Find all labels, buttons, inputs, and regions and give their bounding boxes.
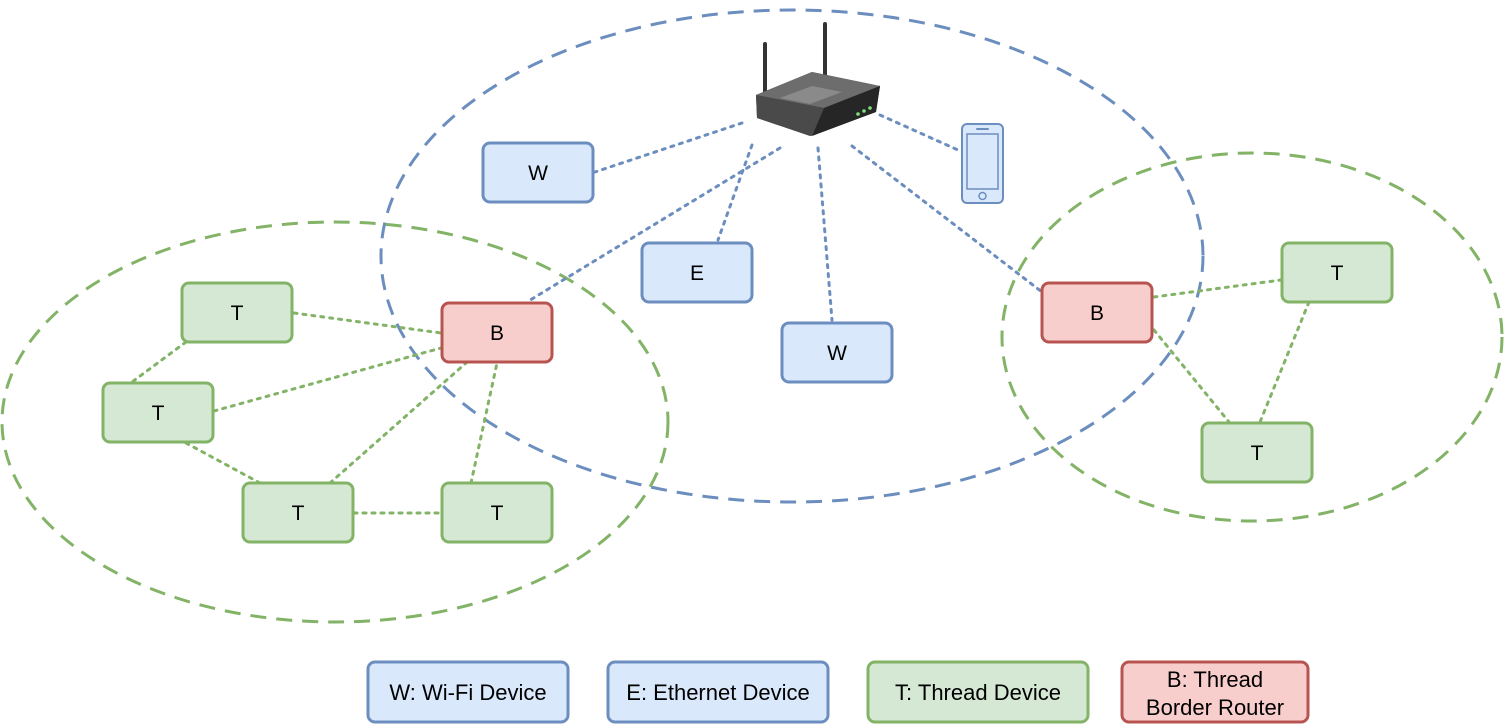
node-label: T — [152, 402, 165, 425]
wifi-router-icon — [756, 22, 880, 136]
node-label: T — [1331, 262, 1344, 285]
wifi-network-ring — [379, 8, 1205, 504]
wifi-device-node-1: W — [481, 141, 595, 204]
legend-item-border-router: B: Thread Border Router — [1120, 660, 1310, 724]
ethernet-device-node: E — [640, 241, 754, 304]
thread-device-node-left-mid: T — [101, 381, 215, 444]
thread-device-node-right-top: T — [1280, 241, 1394, 304]
node-label: T — [292, 502, 305, 525]
wifi-links — [525, 113, 1044, 322]
legend-item-wifi: W: Wi-Fi Device — [366, 660, 570, 724]
link-t-top-t-mid — [130, 340, 188, 384]
thread-network-ring-left — [0, 220, 670, 624]
legend-label-border-line2: Border Router — [1146, 695, 1284, 720]
thread-links — [130, 278, 1311, 515]
link-t-bottom-a-border-left — [328, 361, 468, 485]
node-label: B — [1090, 302, 1104, 325]
legend-label-border-line1: B: Thread — [1167, 667, 1263, 692]
legend-label-wifi: W: Wi-Fi Device — [389, 680, 546, 705]
link-t-mid-t-bottom-a — [184, 441, 262, 485]
node-label: W — [528, 162, 548, 185]
thread-device-node-left-bottom-a: T — [241, 481, 355, 544]
link-router-phone — [878, 113, 960, 152]
link-border-right-t-right-bottom — [1152, 328, 1231, 424]
node-label: W — [827, 342, 847, 365]
thread-device-node-left-bottom-b: T — [440, 481, 554, 544]
link-t-right-top-t-right-bottom — [1258, 300, 1311, 424]
legend-item-thread: T: Thread Device — [866, 660, 1090, 724]
border-router-node-right: B — [1040, 281, 1154, 344]
legend-label-thread: T: Thread Device — [895, 680, 1061, 705]
thread-network-ring-right — [1000, 151, 1504, 523]
node-label: T — [231, 302, 244, 325]
wifi-device-node-2: W — [780, 321, 894, 384]
legend-item-ethernet: E: Ethernet Device — [606, 660, 830, 724]
thread-device-node-left-top: T — [180, 281, 294, 344]
node-label: B — [490, 322, 504, 345]
link-router-ethernet — [716, 143, 754, 242]
link-t-mid-border-left — [212, 346, 443, 413]
border-router-node-left: B — [440, 301, 554, 364]
link-router-border-right — [850, 144, 1044, 294]
link-t-top-border-left — [292, 311, 443, 335]
node-label: T — [491, 502, 504, 525]
link-border-right-t-right-top — [1152, 278, 1283, 299]
link-router-border-left — [525, 146, 782, 304]
link-t-bottom-b-border-left — [469, 361, 499, 485]
smartphone-icon — [961, 123, 1004, 204]
link-router-wifi-2 — [816, 146, 834, 322]
legend: W: Wi-Fi Device E: Ethernet Device T: Th… — [366, 660, 1310, 724]
node-label: T — [1251, 442, 1264, 465]
legend-label-ethernet: E: Ethernet Device — [626, 680, 809, 705]
thread-device-node-right-bottom: T — [1200, 421, 1314, 484]
link-router-wifi-1 — [593, 121, 744, 174]
node-label: E — [690, 262, 704, 285]
